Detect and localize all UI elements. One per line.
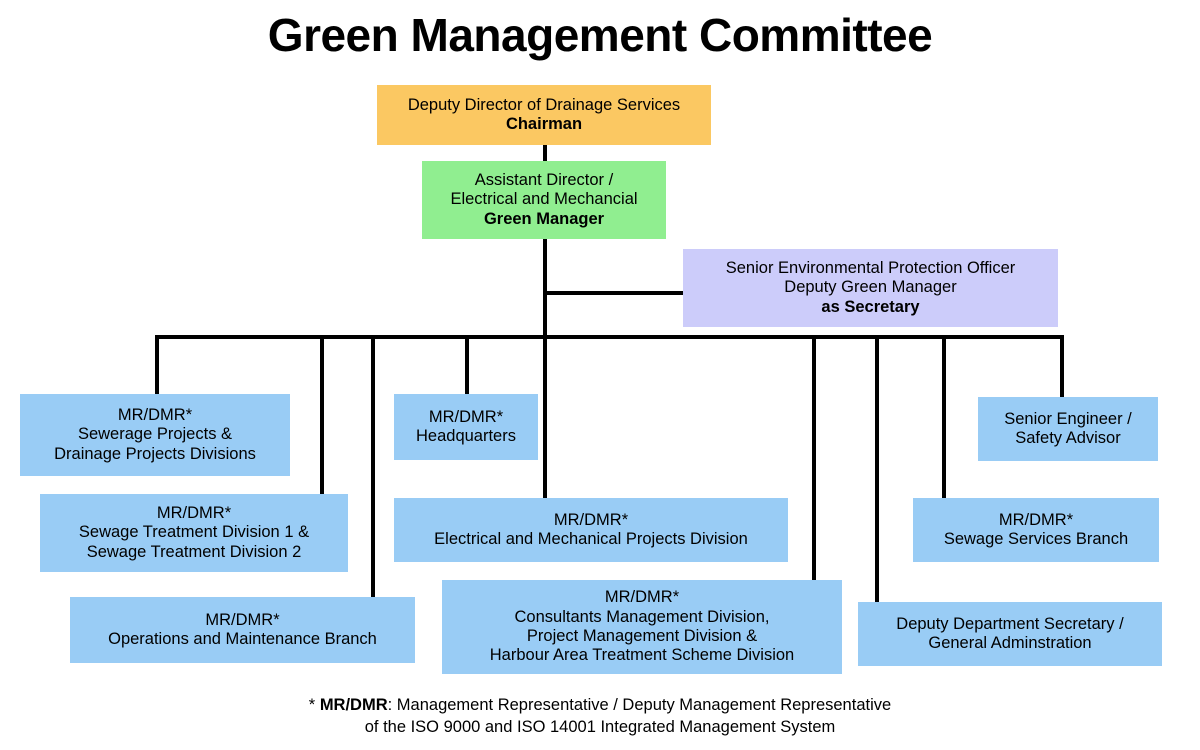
node-green-manager-line-1: Assistant Director / (474, 170, 614, 189)
node-consultants-management[interactable]: MR/DMR* Consultants Management Division,… (442, 580, 842, 674)
node-consultants-management-line-3: Project Management Division & (526, 627, 758, 645)
node-em-projects-line-1: MR/DMR* (553, 510, 629, 529)
node-sewage-treatment[interactable]: MR/DMR* Sewage Treatment Division 1 & Se… (40, 494, 348, 572)
node-deputy-dept-secretary-line-1: Deputy Department Secretary / (896, 614, 1124, 633)
node-sewerage-drainage-projects-line-2: Sewerage Projects & (77, 425, 233, 444)
node-em-projects-line-2: Electrical and Mechanical Projects Divis… (434, 530, 748, 548)
node-chairman[interactable]: Deputy Director of Drainage Services Cha… (377, 85, 711, 145)
node-consultants-management-line-1: MR/DMR* (604, 588, 680, 607)
node-consultants-management-line-4: Harbour Area Treatment Scheme Division (489, 646, 795, 665)
page-title: Green Management Committee (267, 9, 933, 61)
node-deputy-dept-secretary-line-2: General Adminstration (928, 634, 1092, 652)
node-sewage-services-line-2: Sewage Services Branch (943, 530, 1129, 548)
connector-drop-sewerage-drainage (155, 335, 159, 395)
node-secretary-line-2: Deputy Green Manager (784, 278, 957, 297)
node-sewage-treatment-line-2: Sewage Treatment Division 1 & (78, 523, 310, 542)
connector-drop-deputy-dept-secretary (875, 335, 879, 602)
node-headquarters-line-2: Headquarters (416, 427, 516, 445)
connector-green-manager-stem (543, 239, 547, 339)
connector-chairman-to-green-manager (543, 145, 547, 162)
connector-drop-senior-engineer (1060, 335, 1064, 397)
connector-stem-to-secretary (543, 291, 685, 295)
footnote: * MR/DMR: Management Representative / De… (0, 694, 1200, 739)
node-sewerage-drainage-projects-line-3: Drainage Projects Divisions (54, 444, 256, 463)
connector-drop-sewage-treatment (320, 335, 324, 494)
node-green-manager-line-3: Green Manager (483, 209, 605, 228)
connector-drop-operations-maintenance (371, 335, 375, 597)
footnote-line-1-rest: : Management Representative / Deputy Man… (387, 696, 892, 714)
footnote-line-1: * MR/DMR: Management Representative / De… (0, 694, 1200, 716)
node-sewerage-drainage-projects[interactable]: MR/DMR* Sewerage Projects & Drainage Pro… (20, 394, 290, 476)
node-chairman-line-1: Deputy Director of Drainage Services (407, 95, 681, 114)
connector-main-bus (155, 335, 1064, 339)
node-em-projects[interactable]: MR/DMR* Electrical and Mechanical Projec… (394, 498, 788, 562)
node-sewage-treatment-line-1: MR/DMR* (156, 503, 232, 522)
node-sewage-treatment-line-3: Sewage Treatment Division 2 (86, 542, 302, 561)
node-operations-maintenance[interactable]: MR/DMR* Operations and Maintenance Branc… (70, 597, 415, 663)
node-secretary-line-1: Senior Environmental Protection Officer (725, 258, 1016, 277)
node-senior-engineer-safety-line-1: Senior Engineer / (1004, 409, 1132, 428)
node-operations-maintenance-line-1: MR/DMR* (205, 610, 280, 629)
node-headquarters[interactable]: MR/DMR* Headquarters (394, 394, 538, 460)
connector-drop-em-projects (543, 335, 547, 498)
node-sewage-services[interactable]: MR/DMR* Sewage Services Branch (913, 498, 1159, 562)
connector-drop-consultants-management (812, 335, 816, 580)
node-secretary-line-3: as Secretary (821, 297, 920, 316)
footnote-line-2: of the ISO 9000 and ISO 14001 Integrated… (364, 718, 836, 737)
node-secretary[interactable]: Senior Environmental Protection Officer … (683, 249, 1058, 327)
node-operations-maintenance-line-2: Operations and Maintenance Branch (108, 630, 377, 648)
node-sewage-services-line-1: MR/DMR* (998, 510, 1074, 529)
node-chairman-line-2: Chairman (505, 115, 583, 133)
node-sewerage-drainage-projects-line-1: MR/DMR* (117, 405, 193, 424)
node-green-manager-line-2: Electrical and Mechancial (450, 190, 638, 209)
node-senior-engineer-safety[interactable]: Senior Engineer / Safety Advisor (978, 397, 1158, 461)
node-deputy-dept-secretary[interactable]: Deputy Department Secretary / General Ad… (858, 602, 1162, 666)
node-green-manager[interactable]: Assistant Director / Electrical and Mech… (422, 161, 666, 239)
node-senior-engineer-safety-line-2: Safety Advisor (1015, 429, 1121, 447)
footnote-abbr: MR/DMR (319, 696, 388, 714)
connector-drop-headquarters (465, 335, 469, 395)
connector-drop-sewage-services (942, 335, 946, 498)
footnote-asterisk: * (308, 696, 316, 714)
node-headquarters-line-1: MR/DMR* (428, 407, 504, 426)
node-consultants-management-line-2: Consultants Management Division, (514, 607, 770, 626)
